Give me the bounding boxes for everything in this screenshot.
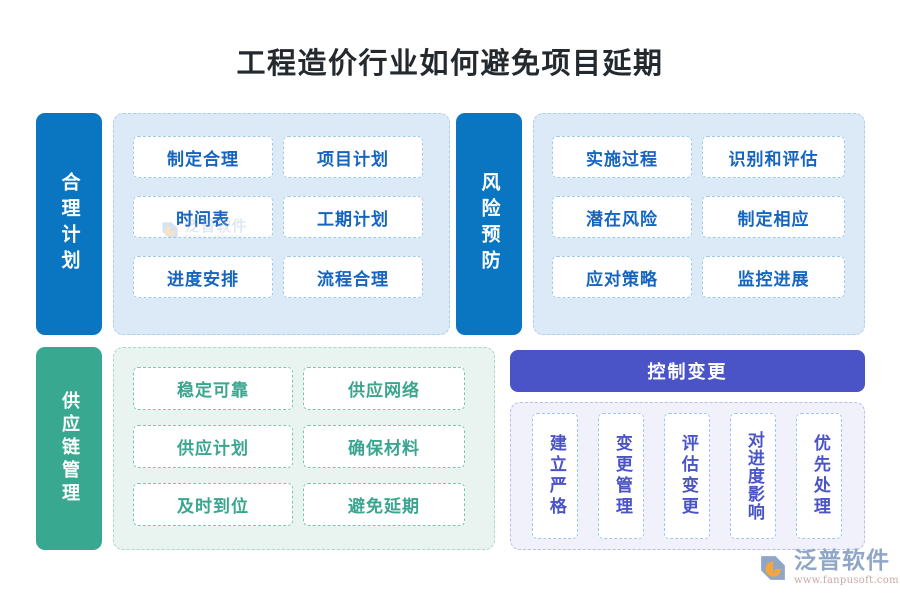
section-tab-risk[interactable]: 风险预防 bbox=[456, 113, 522, 335]
page-title: 工程造价行业如何避免项目延期 bbox=[236, 46, 664, 80]
risk-cell-1[interactable]: 实施过程 bbox=[552, 136, 692, 178]
brand-name: 泛普软件 bbox=[794, 548, 890, 574]
supply-cell-5[interactable]: 及时到位 bbox=[133, 483, 293, 526]
section-tab-supply-label: 供应链管理 bbox=[59, 391, 80, 506]
supply-cell-2[interactable]: 供应网络 bbox=[303, 367, 465, 410]
risk-cell-5[interactable]: 应对策略 bbox=[552, 256, 692, 298]
section-tab-supply[interactable]: 供应链管理 bbox=[36, 347, 102, 550]
section-tab-risk-label: 风险预防 bbox=[478, 172, 501, 276]
risk-cell-6[interactable]: 监控进展 bbox=[702, 256, 845, 298]
planning-cell-2[interactable]: 项目计划 bbox=[283, 136, 423, 178]
brand-url: www.fanpusoft.com bbox=[794, 575, 899, 586]
change-cell-2[interactable]: 变更管理 bbox=[598, 413, 644, 539]
planning-cell-4[interactable]: 工期计划 bbox=[283, 196, 423, 238]
change-cell-3[interactable]: 评估变更 bbox=[664, 413, 710, 539]
supply-cell-3[interactable]: 供应计划 bbox=[133, 425, 293, 468]
supply-cell-6[interactable]: 避免延期 bbox=[303, 483, 465, 526]
risk-cell-4[interactable]: 制定相应 bbox=[702, 196, 845, 238]
brand-text-block: 泛普软件 www.fanpusoft.com bbox=[794, 550, 899, 586]
planning-cell-1[interactable]: 制定合理 bbox=[133, 136, 273, 178]
planning-cell-3[interactable]: 时间表 bbox=[133, 196, 273, 238]
fanpu-brand-icon bbox=[758, 553, 788, 583]
planning-cell-6[interactable]: 流程合理 bbox=[283, 256, 423, 298]
planning-cell-5[interactable]: 进度安排 bbox=[133, 256, 273, 298]
supply-cell-1[interactable]: 稳定可靠 bbox=[133, 367, 293, 410]
section-tab-planning[interactable]: 合理计划 bbox=[36, 113, 102, 335]
change-cell-5[interactable]: 优先处理 bbox=[796, 413, 842, 539]
section-tab-planning-label: 合理计划 bbox=[58, 172, 81, 276]
section-header-change[interactable]: 控制变更 bbox=[510, 350, 865, 392]
change-cell-4[interactable]: 对进度影响 bbox=[730, 413, 776, 539]
change-cell-1[interactable]: 建立严格 bbox=[532, 413, 578, 539]
brand-logo: 泛普软件 www.fanpusoft.com bbox=[758, 550, 899, 586]
risk-cell-3[interactable]: 潜在风险 bbox=[552, 196, 692, 238]
supply-cell-4[interactable]: 确保材料 bbox=[303, 425, 465, 468]
risk-cell-2[interactable]: 识别和评估 bbox=[702, 136, 845, 178]
